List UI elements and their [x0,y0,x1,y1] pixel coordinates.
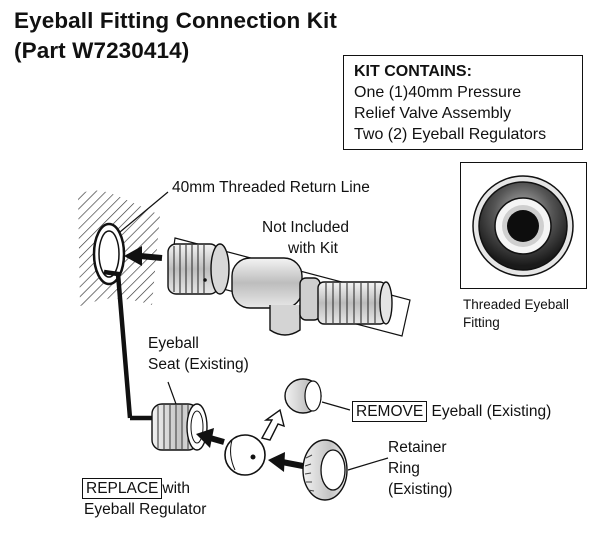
return-line-pipe [167,243,230,295]
wall-fitting-ring [92,222,126,286]
remove-box: REMOVE [352,401,428,422]
eyeball-regulator [224,434,266,476]
title-line-1: Eyeball Fitting Connection Kit [14,8,337,33]
kit-contents-header: KIT CONTAINS: [354,63,472,80]
fitting-caption-2: Fitting [463,315,500,330]
eyeball-seat-label-1: Eyeball [148,335,199,352]
remove-direction-arrow [260,408,285,441]
remove-label: REMOVE Eyeball (Existing) [352,401,551,422]
remove-text: Eyeball (Existing) [431,403,552,420]
retainer-leader [347,457,389,471]
kit-contents-box: KIT CONTAINS: One (1)40mm Pressure Relie… [343,55,583,150]
arrow-retainer-to-regulator [268,452,304,472]
kit-item-line-2: Relief Valve Assembly [354,105,512,122]
page-title: Eyeball Fitting Connection Kit (Part W72… [14,6,337,66]
threaded-eyeball-fitting-box [460,162,587,289]
eyeball-seat-label-2: Seat (Existing) [148,356,249,373]
eyeball-seat-leader [167,381,177,405]
return-line-label: 40mm Threaded Return Line [172,179,370,196]
arrow-regulator-to-seat [196,428,225,448]
arrow-pipe-to-wall [124,246,163,266]
pressure-relief-valve [231,257,393,336]
replace-label-2: Eyeball Regulator [84,501,207,518]
not-included-label-1: Not Included [262,219,350,236]
removed-eyeball [284,378,322,414]
replace-box: REPLACE [82,478,163,499]
retainer-label-1: Retainer [388,439,447,456]
retainer-label-3: (Existing) [388,481,453,498]
eyeball-seat [151,403,208,451]
return-line-leader [119,191,169,233]
replace-text: with [162,480,190,497]
threaded-eyeball-fitting-image [472,175,574,277]
remove-leader [321,401,351,411]
title-line-2: (Part W7230414) [14,38,190,63]
not-included-label-2: with Kit [288,240,338,257]
kit-item-line-3: Two (2) Eyeball Regulators [354,126,547,143]
kit-item-line-1: One (1)40mm Pressure [354,84,522,101]
seat-to-wall-line [103,269,133,419]
retainer-ring [302,439,348,501]
fitting-caption-1: Threaded Eyeball [463,297,569,312]
retainer-label-2: Ring [388,460,420,477]
